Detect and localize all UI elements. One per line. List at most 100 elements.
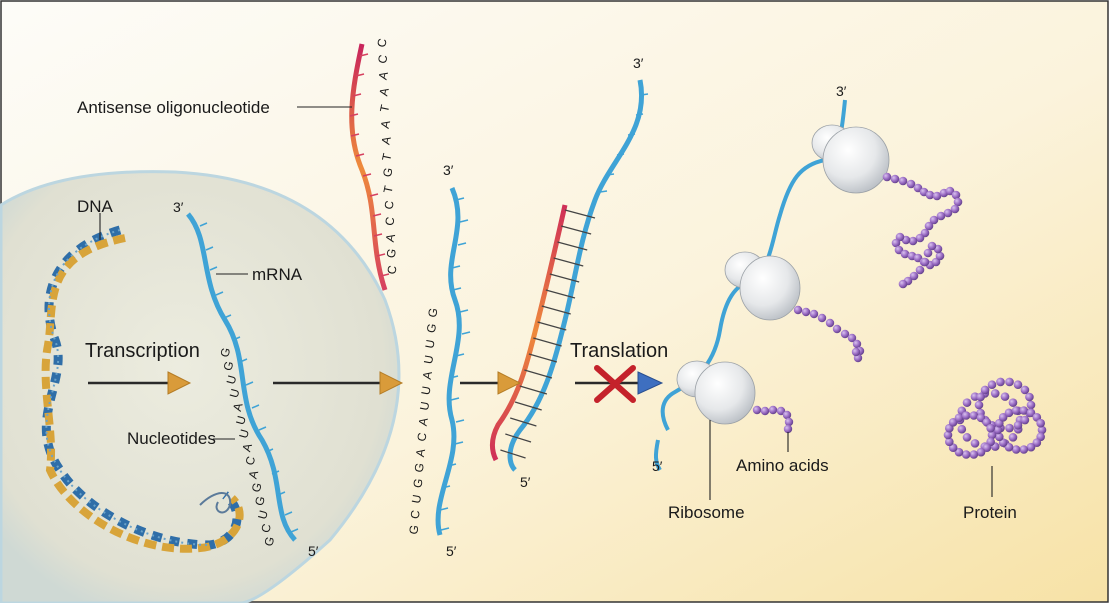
antisense-base: C bbox=[374, 37, 390, 49]
cytoplasm-mrna-strand bbox=[435, 187, 462, 536]
amino-acid-bead bbox=[1011, 406, 1021, 415]
amino-acid-bead bbox=[915, 265, 925, 275]
strand-tick bbox=[265, 448, 274, 453]
amino-acid-bead bbox=[782, 410, 792, 420]
amino-acid-bead bbox=[950, 204, 960, 214]
strand-tick bbox=[258, 426, 267, 431]
base-pair-rung bbox=[541, 305, 571, 315]
amino-acid-bead bbox=[924, 221, 934, 231]
cytoplasm-mrna-base: U bbox=[417, 401, 432, 412]
strand-tick bbox=[455, 419, 465, 423]
antisense-ticks bbox=[349, 53, 390, 277]
antisense-base: C bbox=[382, 215, 398, 227]
cytoplasm-mrna-base: A bbox=[416, 417, 431, 427]
amino-acid-bead bbox=[793, 305, 803, 315]
amino-acid-bead bbox=[760, 406, 770, 416]
amino-acid-bead bbox=[801, 307, 811, 317]
antisense-base: A bbox=[378, 119, 393, 130]
strand-tick bbox=[223, 314, 232, 319]
prime-3-polysome: 3′ bbox=[836, 83, 847, 99]
strand-tick bbox=[640, 93, 649, 96]
dna-helix bbox=[41, 225, 244, 553]
prime-5-duplex: 5′ bbox=[520, 474, 531, 490]
strand-tick bbox=[441, 485, 451, 489]
amino-acid-bead bbox=[927, 241, 937, 251]
base-pair-rung bbox=[557, 241, 588, 251]
amino-acid-bead bbox=[1004, 442, 1014, 452]
translation-arrow bbox=[575, 371, 664, 395]
label-ribosome: Ribosome bbox=[668, 503, 745, 522]
amino-acid-bead bbox=[890, 174, 900, 184]
nucleus-mrna-base: G bbox=[261, 535, 277, 548]
amino-acid-bead bbox=[987, 430, 997, 440]
amino-acid-bead bbox=[1032, 438, 1042, 448]
amino-acid-bead bbox=[898, 279, 908, 289]
base-pair-rung bbox=[561, 225, 592, 235]
amino-acid-bead bbox=[998, 412, 1008, 422]
cytoplasm-mrna-base: G bbox=[425, 307, 440, 319]
prime-3-duplex: 3′ bbox=[633, 55, 644, 71]
antisense-base: A bbox=[383, 232, 398, 243]
amino-acid-bead bbox=[996, 377, 1005, 387]
nucleus-mrna-base: G bbox=[221, 360, 237, 373]
strand-tick bbox=[359, 53, 369, 57]
antisense-base: A bbox=[379, 135, 394, 146]
amino-acid-bead bbox=[935, 251, 945, 261]
amino-acid-bead bbox=[948, 417, 958, 427]
cytoplasm-mrna-base: G bbox=[424, 322, 439, 334]
label-amino-acids: Amino acids bbox=[736, 456, 829, 475]
strand-tick bbox=[451, 265, 461, 269]
base-pair-rung bbox=[533, 337, 562, 347]
strand-tick bbox=[380, 273, 390, 277]
amino-acid-bead bbox=[961, 411, 971, 420]
strand-tick bbox=[239, 358, 248, 363]
label-translation: Translation bbox=[570, 340, 668, 362]
amino-acid-bead bbox=[993, 425, 1003, 435]
strand-tick bbox=[452, 287, 462, 291]
label-antisense: Antisense oligonucleotide bbox=[77, 98, 270, 117]
cytoplasm-mrna-base: U bbox=[409, 494, 424, 505]
amino-acid-bead bbox=[961, 450, 971, 459]
base-pair-rung bbox=[524, 369, 553, 379]
amino-acid-bead bbox=[951, 190, 961, 200]
amino-acid-bead bbox=[936, 211, 946, 221]
amino-acid-bead bbox=[1008, 433, 1018, 442]
amino-acid-bead bbox=[840, 329, 850, 339]
strand-tick bbox=[355, 73, 365, 77]
antisense-base: G bbox=[380, 166, 396, 178]
amino-acid-bead bbox=[847, 333, 857, 343]
amino-acid-bead bbox=[980, 385, 990, 395]
cytoplasm-mrna-base: U bbox=[422, 339, 437, 350]
duplex-mrna-ticks bbox=[599, 93, 649, 193]
amino-acid-bead bbox=[986, 423, 995, 433]
label-mrna: mRNA bbox=[252, 265, 303, 284]
ribosome-2 bbox=[724, 251, 801, 321]
binding-arrow bbox=[460, 371, 522, 395]
strand-tick bbox=[449, 375, 459, 379]
label-dna: DNA bbox=[77, 197, 114, 216]
antisense-base: C bbox=[375, 53, 391, 65]
nucleus-mrna-base: A bbox=[246, 469, 262, 480]
amino-acid-bead bbox=[1019, 406, 1029, 415]
amino-acid-bead bbox=[915, 233, 925, 243]
strand-tick bbox=[459, 309, 469, 313]
amino-acid-bead bbox=[1026, 400, 1036, 410]
strand-tick bbox=[369, 193, 379, 197]
nucleus-mrna-base: G bbox=[217, 346, 233, 359]
amino-acid-bead bbox=[995, 432, 1004, 442]
amino-acid-bead bbox=[982, 443, 992, 453]
transcription-arrow bbox=[88, 371, 192, 395]
strand-tick bbox=[284, 511, 293, 516]
polysome bbox=[653, 99, 1047, 472]
strand-tick bbox=[627, 133, 636, 136]
dna-loose-end bbox=[199, 492, 232, 514]
strand-tick bbox=[455, 197, 465, 201]
amino-acid-bead bbox=[969, 411, 979, 420]
antisense-base: T bbox=[379, 151, 394, 162]
nucleus-mrna-base: U bbox=[233, 414, 249, 426]
antisense-base: T bbox=[377, 103, 392, 114]
nucleus-mrna-base: G bbox=[252, 495, 268, 508]
amino-acid-bead bbox=[932, 191, 942, 201]
